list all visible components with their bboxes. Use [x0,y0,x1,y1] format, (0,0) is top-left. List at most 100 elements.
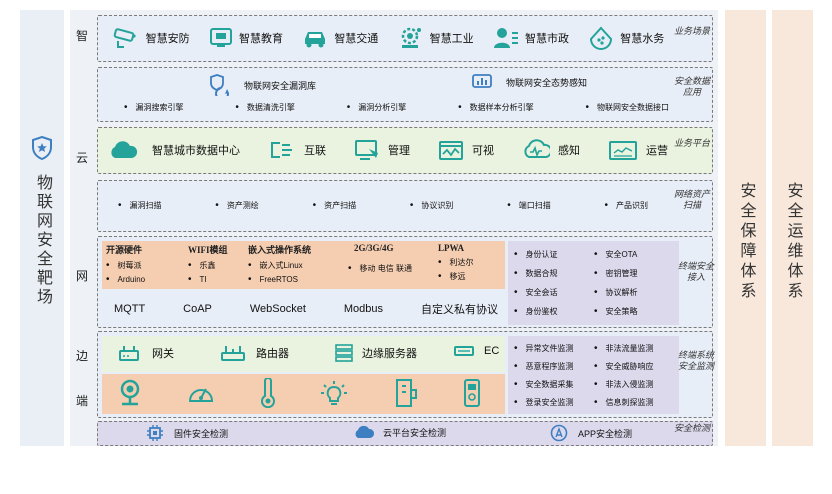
asset-scan-item: 资产扫描 [313,200,356,211]
tier-yun: 云 [75,151,88,165]
edge-label: 路由器 [256,348,289,360]
asset-scan-item: 协议识别 [410,200,453,211]
situation-head[interactable]: 物联网安全态势感知 [472,74,587,90]
camera-device-icon [120,379,140,406]
cloud-platform-icon [355,425,375,438]
monitor-item: 非法流量监测 [594,343,654,354]
platform-item[interactable]: 运营 [608,139,668,161]
assurance-column: 安全保障体系 [725,10,766,446]
scene-item[interactable]: 智慧工业 [398,26,474,50]
edge-panel: 网关 路由器 边缘服务器 EC [102,336,505,372]
platform-label: 智慧城市数据中心 [152,145,240,157]
hw-group: LPWA 利达尔 移远 [438,243,474,282]
edge-item[interactable]: 边缘服务器 [334,344,417,362]
sec-data-item: 漏洞搜索引擎 [124,102,184,113]
edge-label: EC [484,345,500,357]
industry-gear-icon [401,27,421,48]
hw-group-item: Arduino [106,274,146,285]
edge-item[interactable]: 路由器 [220,344,289,362]
camera-icon [113,28,136,48]
situation-label: 物联网安全态势感知 [506,77,588,88]
tier-bian: 边 [75,349,88,363]
hw-group-title: 开源硬件 [106,245,143,255]
interconnect-icon [271,142,292,158]
scene-label: 智慧交通 [334,33,379,45]
sec-data-label: 安全数据应用 [674,76,711,97]
detect-band: 固件安全检测 云平台安全检测 APP安全检测 安全检测 [97,421,713,446]
ops-title: 安全运维体系 [784,182,802,302]
scene-item[interactable]: 智慧水务 [588,26,664,50]
network-label: 终端安全接入 [678,261,715,282]
dashboard-chart-icon [472,74,492,88]
edge-item[interactable]: EC [454,344,499,358]
access-sec-item: 协议解析 [594,287,638,298]
visualize-chart-icon [439,141,463,160]
edge-label: 边缘服务器 [362,348,417,360]
platform-label: 互联 [304,145,326,157]
ec-device-icon [454,346,474,356]
platform-label: 管理 [388,145,410,157]
municipal-person-icon [493,28,518,48]
scene-label: 智慧工业 [429,33,474,45]
tier-duan: 端 [75,394,88,408]
chip-icon [147,425,163,441]
hw-group-title: LPWA [438,243,465,253]
platform-item[interactable]: 管理 [354,139,410,161]
sec-data-item: 物联网安全数据接口 [585,102,669,113]
detect-item[interactable]: 云平台安全检测 [353,425,446,439]
education-icon [209,28,232,47]
scene-item[interactable]: 智慧市政 [493,27,569,49]
access-sec-item: 密钥管理 [594,268,638,279]
left-title: 物联网安全靶场 [34,174,51,307]
platform-item[interactable]: 互联 [268,140,326,160]
hw-group: 2G/3G/4G 移动 电信 联通 [348,243,412,274]
scene-item[interactable]: 智慧交通 [302,27,378,49]
smart-meter-icon [463,379,480,407]
edge-item[interactable]: 网关 [118,344,174,362]
network-band: 开源硬件 树莓派 Arduino WIFI模组 乐鑫 TI 嵌入式操作系统 嵌入… [97,236,715,328]
monitor-item: 非法入侵监测 [594,379,654,390]
hw-group-item: 树莓派 [106,260,145,271]
platform-item[interactable]: 可视 [438,139,494,161]
detect-label: 云平台安全检测 [383,427,447,438]
vuln-db-head[interactable]: 物联网安全漏洞库 [206,74,316,96]
sec-data-item: 数据样本分析引擎 [458,102,534,113]
cloud-icon [111,141,138,158]
platform-label: 可视 [472,145,494,157]
asset-scan-item: 端口扫描 [507,200,551,211]
platform-label: 感知 [558,145,580,157]
edge-terminal-band: 网关 路由器 边缘服务器 EC [97,331,715,418]
light-bulb-icon [321,381,348,405]
gateway-icon [119,346,139,361]
sec-data-item: 漏洞分析引擎 [347,102,406,113]
hw-group-title: 嵌入式操作系统 [248,245,312,255]
shield-refresh-icon [210,74,230,96]
monitor-label: 终端系统安全监测 [678,350,715,371]
detect-item[interactable]: 固件安全检测 [146,424,228,442]
monitor-item: 信息刺探监测 [594,397,654,408]
hw-group-item: 移动 电信 联通 [348,263,412,274]
water-drop-icon [590,26,613,50]
sensing-cloud-icon [524,139,550,158]
scene-item[interactable]: 智慧教育 [209,27,283,49]
detect-label: APP安全检测 [578,428,633,439]
scene-label: 智慧市政 [524,33,569,45]
hw-group-item: FreeRTOS [248,274,311,285]
detect-item[interactable]: APP安全检测 [550,424,632,442]
platform-item[interactable]: 感知 [522,139,580,161]
hw-group-title: WIFI模组 [188,245,228,255]
terminal-panel [102,374,505,414]
hw-group: 嵌入式操作系统 嵌入式Linux FreeRTOS [248,243,311,285]
platform-item[interactable]: 智慧城市数据中心 [108,140,240,160]
monitor-item: 安全数据采集 [514,379,574,390]
scene-label: 智慧水务 [620,33,665,45]
protocol-label: WebSocket [249,303,306,315]
app-scenes-band: 智慧安防 智慧教育 智慧交通 [97,15,713,62]
protocol-label: Modbus [343,303,384,315]
asset-scan-item: 产品识别 [604,200,648,211]
asset-scan-label: 网络资产扫描 [674,189,711,210]
hw-group-title: 2G/3G/4G [354,243,394,253]
shield-icon [32,136,52,160]
car-icon [305,32,326,48]
scene-item[interactable]: 智慧安防 [112,27,190,49]
